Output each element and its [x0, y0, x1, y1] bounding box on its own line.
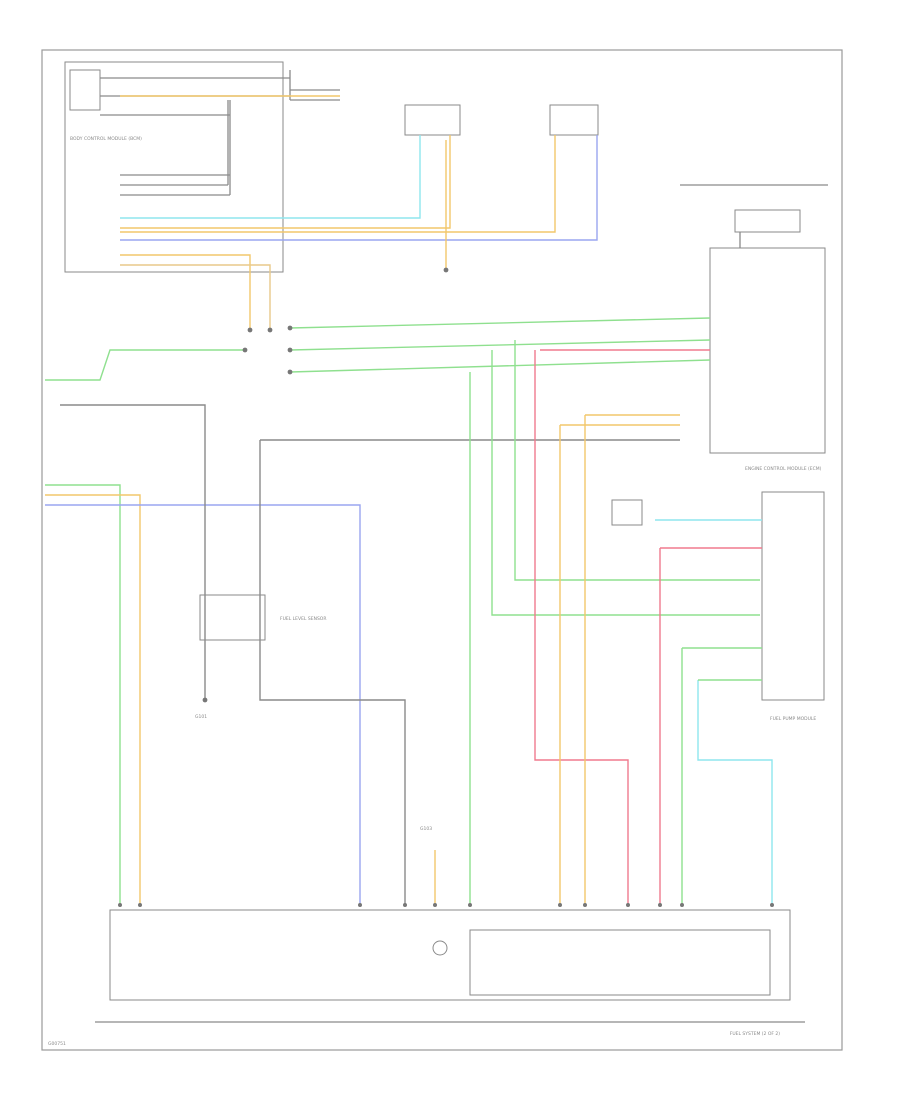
connector-box-2	[549, 104, 599, 136]
lower-right-module	[611, 491, 825, 701]
footer-right-label: FUEL SYSTEM (2 OF 2)	[730, 1031, 781, 1037]
connector-box-1	[404, 104, 461, 136]
fuel-level-label: FUEL LEVEL SENSOR	[280, 616, 326, 622]
footer-left-label: G00751	[48, 1041, 66, 1047]
upper-left-module-label: BODY CONTROL MODULE (BCM)	[70, 136, 142, 142]
junction-dots	[118, 267, 774, 907]
wires-upper	[120, 95, 598, 330]
wires-center	[434, 340, 773, 905]
right-module	[680, 184, 828, 454]
wires-middle	[45, 317, 711, 426]
bottom-connectors	[95, 909, 805, 1023]
center-relay-box	[199, 594, 266, 641]
fuel-pump-label: FUEL PUMP MODULE	[770, 716, 816, 722]
ground-center-label: G103	[420, 826, 432, 832]
diagram-frame	[41, 49, 843, 1051]
right-module-label: ENGINE CONTROL MODULE (ECM)	[745, 466, 822, 472]
ground-left-label: G101	[195, 714, 207, 720]
